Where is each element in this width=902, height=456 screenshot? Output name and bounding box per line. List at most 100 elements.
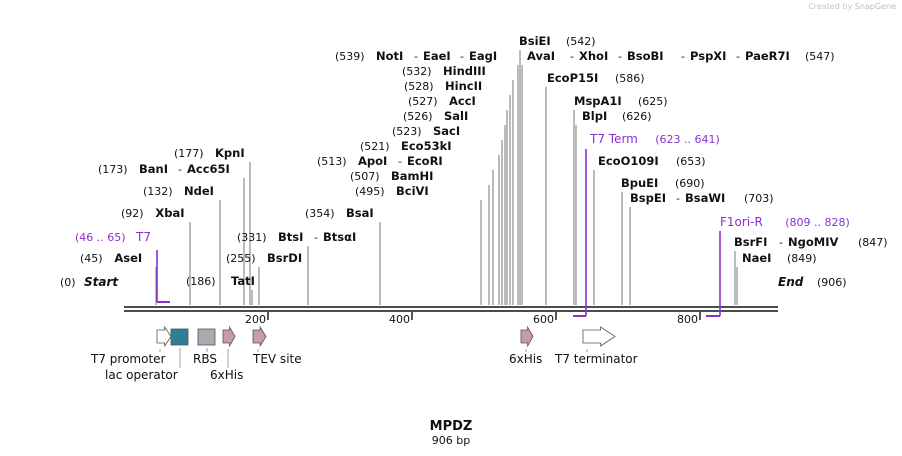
primer-name-label: T7 Term — [589, 132, 638, 146]
site-position-label: (849) — [787, 252, 817, 265]
restriction-site-bpuei: BpuEI(690) — [621, 176, 705, 305]
watermark: Created by SnapGene — [808, 2, 896, 11]
feature-label: RBS — [193, 352, 217, 366]
restriction-site-ecop15i: EcoP15I(586) — [545, 71, 645, 305]
restriction-site-hindiii: (532)HindIII — [402, 64, 514, 305]
ruler-label-800: 800 — [677, 313, 698, 326]
enzyme-name-label: HindIII — [443, 64, 486, 78]
restriction-site-xbai: (92) XbaI — [121, 206, 191, 305]
site-position-label: (626) — [622, 110, 652, 123]
site-position-label: (495) — [355, 185, 385, 198]
restriction-site-acci: (527) AccI — [408, 94, 508, 305]
feature-lac-operator: lac operator — [105, 328, 189, 382]
primer-range-label: (809 .. 828) — [785, 216, 850, 229]
restriction-site-bsrdi: (255) BsrDI — [226, 251, 302, 305]
enzyme-name-label: BanI — [139, 162, 168, 176]
enzyme-name-label: BciVI — [396, 184, 429, 198]
end-position-label: (906) — [817, 276, 847, 289]
feature-rbs: RBS — [193, 328, 217, 366]
site-name-separator: - — [570, 50, 574, 63]
site-position-label: (847) — [858, 236, 888, 249]
site-name-separator: - — [676, 192, 680, 205]
site-position-label: (542) — [566, 35, 596, 48]
site-position-label: (92) — [121, 207, 144, 220]
feature-arrow-icon — [520, 325, 534, 348]
site-position-label: (527) — [408, 95, 438, 108]
enzyme-name-label: BsrFI — [734, 235, 767, 249]
feature-label: T7 promoter — [90, 352, 166, 366]
restriction-site-bsrfi: BsrFI-NgoMIV (847) — [734, 235, 888, 305]
enzyme-name-label: ApoI — [358, 154, 387, 168]
restriction-site-sali: (526)SalI — [403, 109, 506, 305]
enzyme-name-label: EcoO109I — [598, 154, 659, 168]
primer-t7: (46 .. 65) T7 — [75, 230, 170, 303]
site-position-label: (625) — [638, 95, 668, 108]
feature-6xhis: 6xHis — [210, 325, 243, 382]
site-position-label: (45) — [80, 252, 103, 265]
feature-label: 6xHis — [509, 352, 542, 366]
enzyme-name-label: AccI — [449, 94, 476, 108]
restriction-site-bspei: BspEI-BsaWI(703) — [629, 191, 774, 305]
restriction-site-blpi: BlpI(626) — [575, 109, 652, 305]
construct-name: MPDZ — [430, 419, 473, 434]
enzyme-name-label: SacI — [433, 124, 460, 138]
feature-box-icon — [170, 328, 189, 346]
restriction-site-bsiei: BsiEI (542) — [519, 34, 596, 305]
site-position-label: (523) — [392, 125, 422, 138]
feature-label: 6xHis — [210, 368, 243, 382]
enzyme-name-label: MspA1I — [574, 94, 622, 108]
ruler-label-600: 600 — [533, 313, 554, 326]
primer-range-label: (623 .. 641) — [655, 133, 720, 146]
site-name-separator: - — [178, 163, 182, 176]
feature-box-icon — [197, 328, 216, 346]
enzyme-name-label: AseI — [114, 251, 142, 265]
site-position-label: (521) — [360, 140, 390, 153]
enzyme-name-label: BsaI — [346, 206, 374, 220]
site-position-label: (547) — [805, 50, 835, 63]
enzyme-name-label: BsoBI — [627, 49, 664, 63]
enzyme-name-label: EcoRI — [407, 154, 443, 168]
enzyme-name-label: BpuEI — [621, 176, 658, 190]
ruler-label-200: 200 — [245, 313, 266, 326]
restriction-site-bani: (173)BanI-Acc65I — [98, 162, 245, 305]
enzyme-name-label: XhoI — [579, 49, 608, 63]
enzyme-name-label: PspXI — [690, 49, 726, 63]
enzyme-name-label: BamHI — [391, 169, 433, 183]
site-position-label: (653) — [676, 155, 706, 168]
enzyme-name-label: BsiEI — [519, 34, 551, 48]
enzyme-name-label: NotI — [376, 49, 403, 63]
restriction-site-mspa1i: MspA1I (625) — [573, 94, 668, 305]
site-position-label: (354) — [305, 207, 335, 220]
feature-label: T7 terminator — [554, 352, 638, 366]
restriction-site-btsi: (331)BtsI-BtsαI — [237, 230, 356, 305]
feature-6xhis: 6xHis — [509, 325, 542, 366]
primer-t7-term: T7 Term (623 .. 641) — [573, 132, 720, 317]
site-name-separator: - — [779, 236, 783, 249]
site-position-label: (539) — [335, 50, 365, 63]
enzyme-name-label: XbaI — [155, 206, 184, 220]
site-position-label: (255) — [226, 252, 256, 265]
primer-range-label: (46 .. 65) — [75, 231, 126, 244]
enzyme-name-label: TatI — [231, 274, 255, 288]
primer-f1ori-r: F1ori-R (809 .. 828) — [706, 215, 850, 317]
restriction-site-kpni: (177)KpnI — [174, 146, 251, 305]
watermark-prefix: Created by — [808, 2, 853, 11]
feature-label: lac operator — [105, 368, 178, 382]
site-position-label: (507) — [350, 170, 380, 183]
restriction-site-naei: NaeI(849) — [736, 251, 817, 305]
restriction-site-asei: (45) AseI — [80, 251, 157, 305]
enzyme-name-label: Eco53kI — [401, 139, 452, 153]
enzyme-name-label: EagI — [469, 49, 497, 63]
site-position-label: (513) — [317, 155, 347, 168]
enzyme-name-label: HincII — [445, 79, 482, 93]
start-position-label: (0) — [60, 276, 76, 289]
site-position-label: (703) — [744, 192, 774, 205]
site-position-label: (528) — [404, 80, 434, 93]
enzyme-name-label: BsrDI — [267, 251, 302, 265]
site-name-separator: - — [398, 155, 402, 168]
enzyme-name-label: NgoMIV — [788, 235, 838, 249]
site-position-label: (526) — [403, 110, 433, 123]
primer-name-label: F1ori-R — [720, 215, 763, 229]
site-position-label: (586) — [615, 72, 645, 85]
primer-name-label: T7 — [135, 230, 151, 244]
